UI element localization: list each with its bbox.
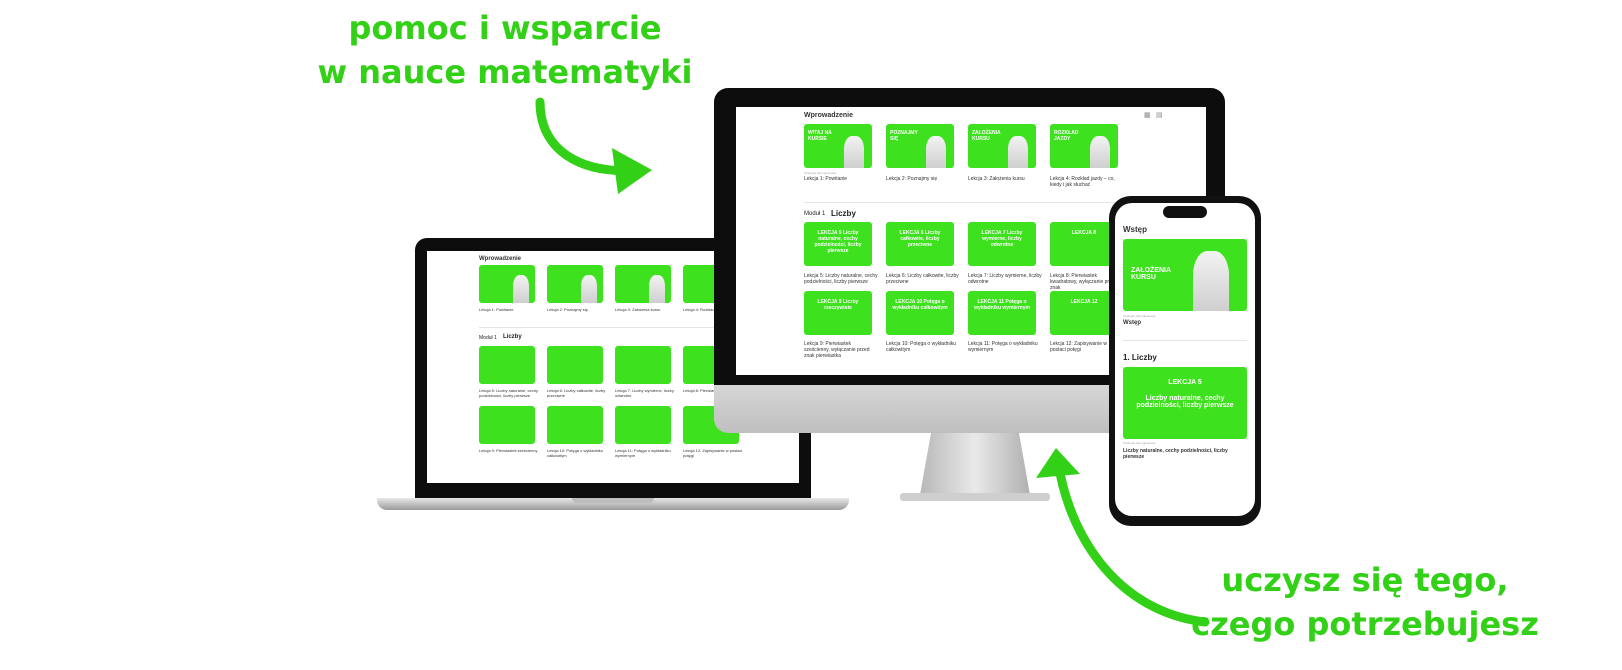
monitor-foot: [900, 493, 1050, 501]
monitor-intro-card-4-label: ROZKŁAD JAZDY: [1054, 130, 1079, 142]
monitor-intro-card-1[interactable]: WITAJ NA KURSIE: [804, 124, 872, 168]
laptop-row2-caption-4: Lekcja 12: Zapisywanie w postaci potęgi: [683, 448, 743, 458]
monitor-intro-card-3-label: ZAŁOŻENIA KURSU: [972, 130, 1001, 142]
monitor-intro-card-3[interactable]: ZAŁOŻENIA KURSU: [968, 124, 1036, 168]
monitor-intro-caption-4: Lekcja 4: Rozkład jazdy – co, kiedy i ja…: [1050, 176, 1115, 188]
arrow-bottom: [1053, 457, 1210, 627]
monitor-lesson-card-9-label: LEKCJA 9 Liczby rzeczywiste: [817, 299, 859, 311]
headline-bottom-line1: uczysz się tego,: [1221, 561, 1509, 599]
monitor-row1-caption-3: Lekcja 7: Liczby wymierne, liczby odwrot…: [968, 273, 1042, 285]
laptop-module-label: Moduł 1: [479, 335, 497, 341]
laptop-section-title: Wprowadzenie: [479, 256, 522, 262]
laptop-row1-caption-4: Lekcja 8: Pierwiastek: [683, 388, 721, 393]
monitor-lesson-card-7-label: LEKCJA 7 Liczby wymierne, liczby odwrotn…: [981, 230, 1023, 248]
phone-module-title: 1. Liczby: [1123, 353, 1157, 362]
phone-divider: [1123, 340, 1247, 341]
laptop-lesson-card-5[interactable]: [479, 346, 535, 384]
phone-section-title: Wstęp: [1123, 225, 1147, 234]
monitor-row1-caption-2: Lekcja 6: Liczby całkowite, liczby przec…: [886, 273, 959, 285]
monitor-row2-caption-2: Lekcja 10: Potęga o wykładniku całkowity…: [886, 341, 957, 353]
laptop-row2-caption-3: Lekcja 11: Potęga o wykładniku wymiernym: [615, 448, 671, 458]
monitor-intro-caption-1: Lekcja 1: Powitanie: [804, 176, 848, 182]
list-view-icon[interactable]: ▤: [1156, 112, 1163, 119]
laptop-notch: [572, 498, 654, 503]
laptop-lesson-card-6[interactable]: [547, 346, 603, 384]
phone-screen: Wstęp ZAŁOŻENIA KURSU Strategia dwuzgłos…: [1115, 203, 1255, 516]
headline-bottom-line2: czego potrzebujesz: [1191, 605, 1539, 643]
laptop-row1-caption-1: Lekcja 5: Liczby naturalne, cechy podzie…: [479, 388, 538, 398]
monitor-lesson-card-5[interactable]: LEKCJA 5 Liczby naturalne, cechy podziel…: [804, 222, 872, 266]
laptop-base: [377, 498, 849, 510]
monitor-module-name: Liczby: [831, 209, 856, 218]
monitor-lesson-card-7[interactable]: LEKCJA 7 Liczby wymierne, liczby odwrotn…: [968, 222, 1036, 266]
phone-lesson-category: Strategia dwuzgłoskowa: [1123, 441, 1156, 445]
laptop-intro-card-1[interactable]: [479, 265, 535, 303]
monitor-lesson-card-11[interactable]: LEKCJA 11 Potęga o wykładniku wymiernym: [968, 291, 1036, 335]
monitor-lesson-card-10[interactable]: LEKCJA 10 Potęga o wykładniku całkowitym: [886, 291, 954, 335]
monitor-row2-caption-1: Lekcja 9: Pierwiastek sześcienny, wyłącz…: [804, 341, 870, 359]
headline-top-line1: pomoc i wsparcie: [348, 9, 662, 47]
monitor-lesson-card-5-label: LEKCJA 5 Liczby naturalne, cechy podziel…: [814, 230, 862, 254]
monitor-row2-caption-4: Lekcja 12: Zapisywanie w postaci potęgi: [1050, 341, 1107, 353]
phone-lesson-card-5[interactable]: LEKCJA 5 Liczby naturalne, cechy podziel…: [1123, 367, 1247, 439]
monitor-intro-caption-2: Lekcja 2: Poznajmy się: [886, 176, 938, 182]
laptop-row1-caption-3: Lekcja 7: Liczby wymierne, liczby odwrot…: [615, 388, 674, 398]
monitor-lesson-card-12-label: LEKCJA 12: [1070, 299, 1098, 305]
phone-lesson-card-subtitle: Liczby naturalne, cechy podzielności, li…: [1136, 395, 1234, 409]
monitor-intro-card-4[interactable]: ROZKŁAD JAZDY: [1050, 124, 1118, 168]
laptop-row2-caption-2: Lekcja 10: Potęga o wykładniku całkowity…: [547, 448, 604, 458]
laptop-intro-caption-3: Lekcja 3: Założenia kursu: [615, 307, 661, 312]
monitor-row2-caption-3: Lekcja 11: Potęga o wykładniku wymiernym: [968, 341, 1038, 353]
monitor-intro-card-1-label: WITAJ NA KURSIE: [808, 130, 832, 142]
phone-intro-card-label: ZAŁOŻENIA KURSU: [1131, 267, 1171, 281]
monitor-lesson-card-10-label: LEKCJA 10 Potęga o wykładniku całkowitym: [892, 299, 948, 311]
laptop-intro-card-3[interactable]: [615, 265, 671, 303]
laptop-intro-caption-2: Lekcja 2: Poznajmy się: [547, 307, 588, 312]
laptop-row1-caption-2: Lekcja 6: Liczby całkowite, liczby przec…: [547, 388, 606, 398]
laptop-lesson-card-9[interactable]: [479, 406, 535, 444]
monitor-lesson-card-12[interactable]: LEKCJA 12: [1050, 291, 1118, 335]
headline-top-line2: w nauce matematyki: [317, 53, 693, 91]
monitor-module-label: Moduł 1: [804, 211, 826, 217]
phone-dynamic-island: [1163, 206, 1207, 218]
arrow-top-head: [612, 148, 652, 194]
headline-top: pomoc i wsparcie w nauce matematyki: [300, 6, 710, 94]
arrow-bottom-head: [1036, 448, 1080, 478]
laptop-lesson-card-10[interactable]: [547, 406, 603, 444]
monitor-row1-caption-4: Lekcja 8: Pierwiastek kwadratowy, wyłącz…: [1050, 273, 1118, 291]
monitor-lesson-card-11-label: LEKCJA 11 Potęga o wykładniku wymiernym: [974, 299, 1030, 311]
monitor-lesson-card-8-label: LEKCJA 8: [1072, 230, 1096, 236]
monitor-lesson-card-6[interactable]: LEKCJA 6 Liczby całkowite, liczby przeci…: [886, 222, 954, 266]
monitor-section-title: Wprowadzenie: [804, 112, 854, 119]
laptop-module-name: Liczby: [503, 334, 522, 340]
phone-intro-category: Strategia dwuzgłoskowa: [1123, 314, 1156, 318]
laptop-lesson-card-7[interactable]: [615, 346, 671, 384]
laptop-divider: [479, 327, 779, 328]
phone-lesson-caption: Liczby naturalne, cechy podzielności, li…: [1123, 448, 1228, 460]
monitor-lesson-card-8[interactable]: LEKCJA 8: [1050, 222, 1118, 266]
monitor-intro-card-2[interactable]: POZNAJMY SIĘ: [886, 124, 954, 168]
monitor-divider: [804, 202, 1184, 203]
laptop-intro-caption-1: Lekcja 1: Powitanie: [479, 307, 514, 312]
monitor-intro-caption-3: Lekcja 3: Założenia kursu: [968, 176, 1025, 182]
phone-intro-caption: Wstęp: [1123, 320, 1141, 326]
monitor-intro-category-1: Strategia dwuzgłoskowa: [804, 171, 837, 175]
monitor-intro-card-2-label: POZNAJMY SIĘ: [890, 130, 918, 142]
laptop-row2-caption-1: Lekcja 9: Pierwiastek sześcienny: [479, 448, 538, 453]
monitor-lesson-card-6-label: LEKCJA 6 Liczby całkowite, liczby przeci…: [899, 230, 941, 248]
grid-view-icon[interactable]: ▦: [1144, 112, 1151, 119]
headline-bottom: uczysz się tego, czego potrzebujesz: [1185, 558, 1545, 646]
monitor-row1-caption-1: Lekcja 5: Liczby naturalne, cechy podzie…: [804, 273, 878, 285]
monitor-lesson-card-9[interactable]: LEKCJA 9 Liczby rzeczywiste: [804, 291, 872, 335]
phone-lesson-card-title: LEKCJA 5: [1168, 379, 1202, 386]
monitor-stand: [920, 433, 1030, 495]
laptop-intro-caption-4: Lekcja 4: Rozkład jazdy: [683, 307, 726, 312]
phone-intro-card[interactable]: ZAŁOŻENIA KURSU: [1123, 239, 1247, 311]
laptop-intro-card-2[interactable]: [547, 265, 603, 303]
laptop-lesson-card-11[interactable]: [615, 406, 671, 444]
